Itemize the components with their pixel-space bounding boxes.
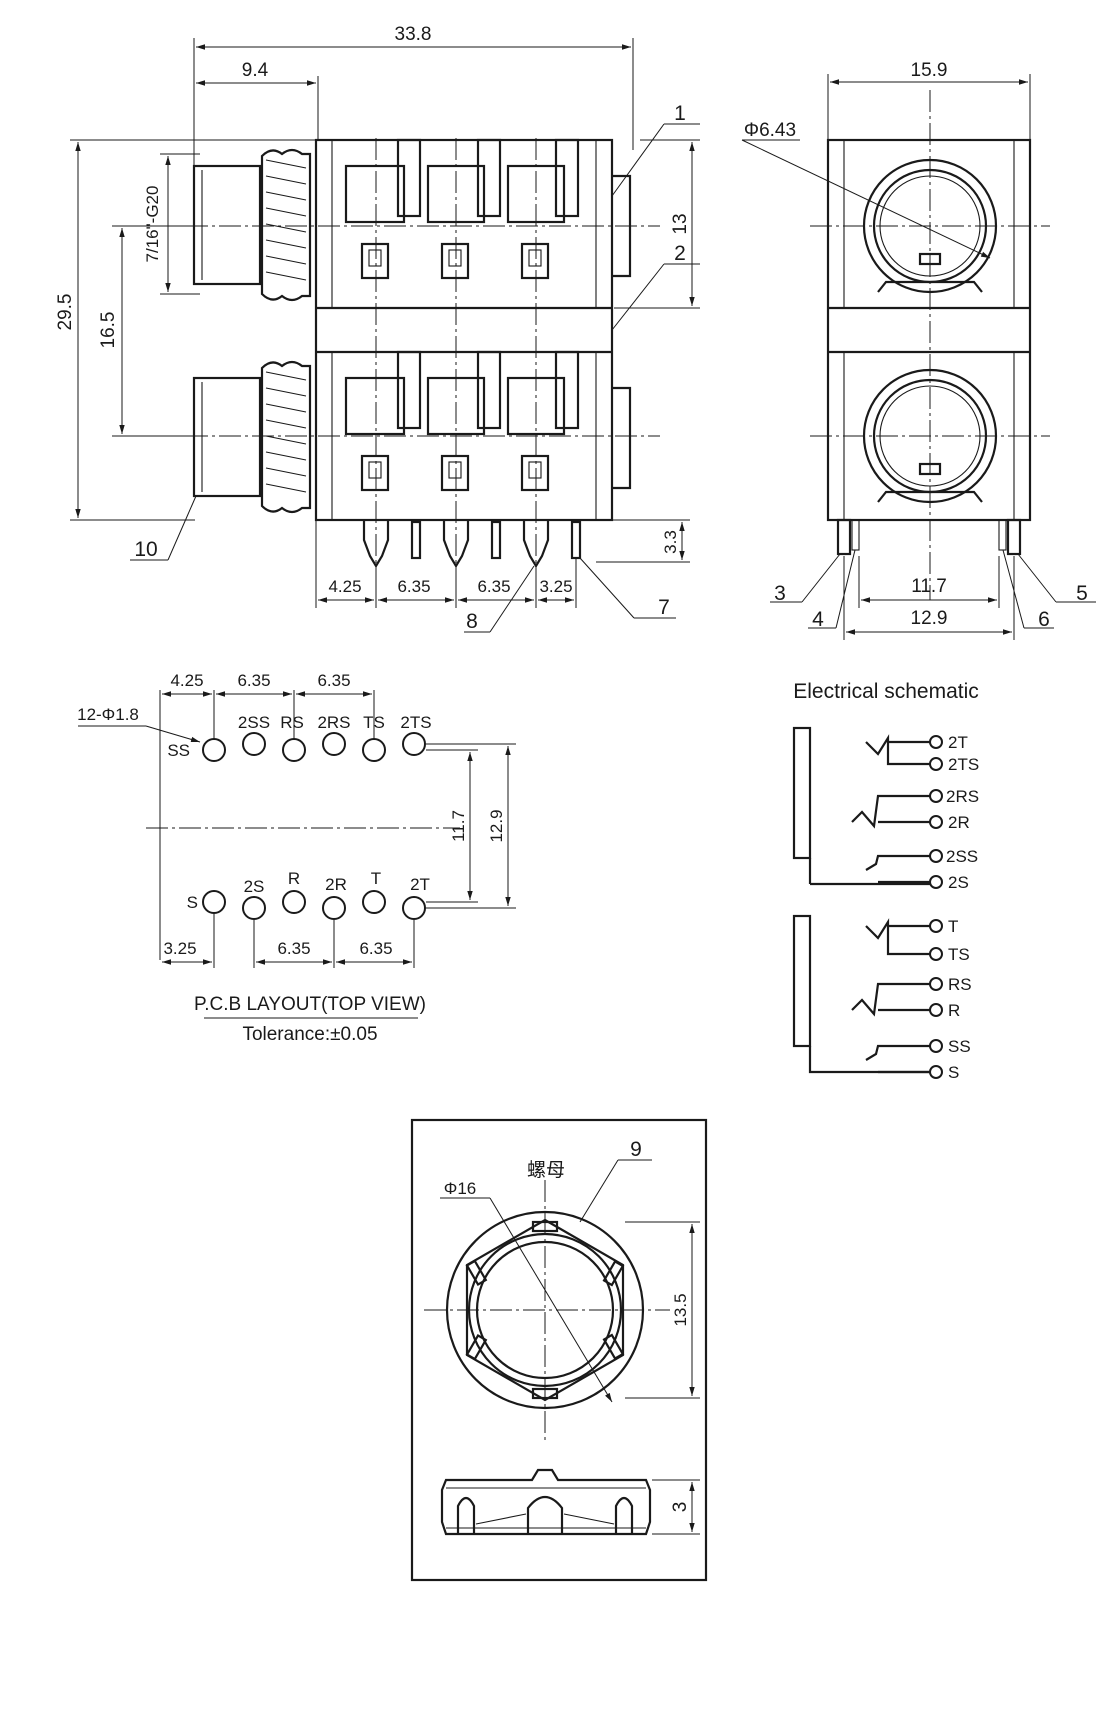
schematic-pin-2R: 2R [948, 813, 970, 832]
pcb-bottom-dim-c: 6.35 [359, 939, 392, 958]
dim-bottom-b: 6.35 [397, 577, 430, 596]
pcb-dim-12-9: 12.9 [487, 809, 506, 842]
pcb-dim-11-7: 11.7 [449, 810, 468, 842]
callout-4: 4 [812, 608, 824, 631]
callout-8: 8 [466, 610, 478, 633]
dim-pin-length: 3.3 [661, 530, 680, 554]
pin-label-2SS: 2SS [238, 713, 270, 732]
schematic-title: Electrical schematic [793, 680, 979, 703]
dim-upper-height: 13 [670, 213, 691, 234]
callout-7: 7 [658, 596, 670, 619]
pin-label-2S: 2S [244, 877, 265, 896]
pin-label-2RS: 2RS [317, 713, 350, 732]
electrical-schematic: Electrical schematic 2T 2TS 2RS 2R 2SS 2… [792, 680, 979, 1082]
schematic-pin-TS: TS [948, 945, 970, 964]
pin-label-SS: SS [167, 741, 190, 760]
callout-3: 3 [774, 582, 786, 605]
nut-thickness: 3 [670, 1502, 691, 1513]
schematic-pin-2S: 2S [948, 873, 969, 892]
callout-6: 6 [1038, 608, 1050, 631]
nut-diameter: Φ16 [444, 1179, 476, 1198]
dim-outer-span: 12.9 [911, 608, 948, 629]
callout-2: 2 [674, 242, 686, 265]
dim-bottom-a: 4.25 [328, 577, 361, 596]
schematic-pin-T: T [948, 917, 958, 936]
side-view: 15.9 Φ6.43 [741, 60, 1096, 640]
schematic-pin-2TS: 2TS [948, 755, 979, 774]
schematic-pin-R: R [948, 1001, 960, 1020]
dim-side-width: 15.9 [911, 60, 948, 81]
schematic-pin-2RS: 2RS [946, 787, 979, 806]
pin-label-R: R [288, 869, 300, 888]
pin-label-S: S [187, 893, 198, 912]
dim-overall-width: 33.8 [395, 24, 432, 45]
pin-label-2T: 2T [410, 875, 430, 894]
dim-jack-pitch: 16.5 [98, 312, 119, 349]
dim-overall-height: 29.5 [55, 294, 76, 331]
callout-5: 5 [1076, 582, 1088, 605]
pcb-hole-spec: 12-Φ1.8 [77, 705, 139, 724]
pin-label-2TS: 2TS [400, 713, 431, 732]
schematic-pin-RS: RS [948, 975, 972, 994]
schematic-pin-2SS: 2SS [946, 847, 978, 866]
nut-across-flats: 13.5 [671, 1293, 690, 1326]
pin-label-T: T [371, 869, 381, 888]
front-view: 33.8 9.4 29.5 16.5 7/16"-G20 [55, 24, 700, 633]
schematic-pin-S: S [948, 1063, 959, 1082]
dim-inner-span: 11.7 [911, 576, 947, 597]
pin-label-TS: TS [363, 713, 385, 732]
callout-1: 1 [674, 102, 686, 125]
pin-label-2R: 2R [325, 875, 347, 894]
pcb-top-dim-c: 6.35 [317, 671, 350, 690]
pcb-layout: 4.25 6.35 6.35 12-Φ1.8 SS 2SS RS 2RS TS … [77, 671, 516, 1045]
dim-bottom-c: 6.35 [477, 577, 510, 596]
callout-10: 10 [134, 538, 157, 561]
dim-bore-diameter: Φ6.43 [744, 120, 796, 141]
nut-view: 螺母 9 Φ16 13.5 [410, 1118, 708, 1582]
dim-thread: 7/16"-G20 [143, 186, 162, 263]
nut-label: 螺母 [527, 1159, 565, 1181]
dim-bushing-length: 9.4 [242, 60, 269, 81]
nut-callout-9: 9 [630, 1138, 642, 1161]
pcb-top-dim-a: 4.25 [170, 671, 203, 690]
pin-label-RS: RS [280, 713, 304, 732]
pcb-top-dim-b: 6.35 [237, 671, 270, 690]
schematic-pin-SS: SS [948, 1037, 971, 1056]
schematic-pin-2T: 2T [948, 733, 968, 752]
pcb-bottom-dim-a: 3.25 [163, 939, 196, 958]
pcb-title: P.C.B LAYOUT(TOP VIEW) [194, 994, 426, 1015]
dim-bottom-d: 3.25 [539, 577, 572, 596]
pcb-tolerance: Tolerance:±0.05 [242, 1024, 377, 1045]
pcb-bottom-dim-b: 6.35 [277, 939, 310, 958]
